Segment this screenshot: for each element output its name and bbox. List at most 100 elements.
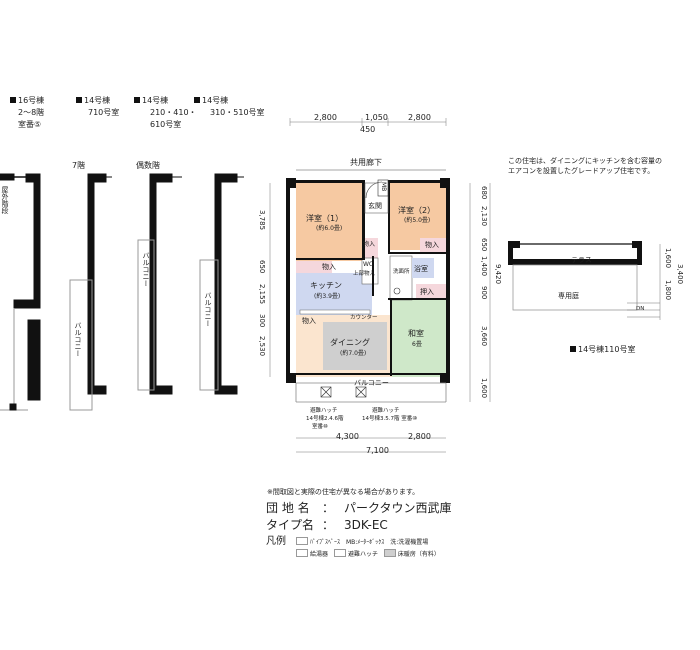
wc-label: WC bbox=[363, 261, 374, 268]
dim-left-3: 2,155 bbox=[258, 284, 266, 305]
room-western2-name: 洋室（2） bbox=[398, 206, 436, 215]
building-label-14-odd-rooms: 310・510号室 bbox=[210, 108, 265, 117]
aircon-note-line2: エアコンを設置したグレードアップ住宅です。 bbox=[508, 167, 655, 175]
hatch2-line2: 14号棟3.5.7階 室番⑩ bbox=[362, 416, 418, 422]
washing-machine-icon bbox=[393, 287, 401, 295]
room-western1-name: 洋室（1） bbox=[306, 214, 344, 223]
bullet-icon bbox=[134, 97, 140, 103]
floor-heating-area bbox=[323, 322, 387, 370]
building-label-16-room: 室番⑤ bbox=[18, 120, 42, 129]
dim-bottom-1: 4,300 bbox=[336, 432, 359, 441]
dim-left-1: 3,785 bbox=[258, 210, 266, 231]
floor-label-even: 偶数階 bbox=[136, 161, 160, 170]
room-japanese-size: 6畳 bbox=[412, 341, 422, 348]
dim-top-3: 2,800 bbox=[408, 113, 431, 122]
hatch1-line2: 14号棟2.4.6階 bbox=[306, 416, 344, 422]
type-colon: ： bbox=[322, 518, 335, 532]
counter-label: カウンター bbox=[350, 315, 378, 321]
balcony-label-7f: バルコニー bbox=[74, 322, 82, 357]
dim-right-6: 3,660 bbox=[480, 326, 488, 347]
walls bbox=[286, 178, 450, 383]
partial-plan-7f bbox=[69, 173, 112, 411]
bath-label: 浴室 bbox=[414, 265, 428, 273]
dim-top-1: 2,800 bbox=[314, 113, 337, 122]
room-kitchen-size: (約3.9畳) bbox=[314, 293, 341, 300]
hatch-icon bbox=[333, 549, 346, 557]
partial-plan-16 bbox=[0, 173, 41, 411]
hatch1-line1: 避難ハッチ bbox=[310, 408, 338, 414]
bullet-icon bbox=[76, 97, 82, 103]
partial-plan-odd bbox=[199, 173, 244, 395]
dim-right-3: 650 bbox=[480, 238, 488, 252]
dim-right-2: 2,130 bbox=[480, 206, 488, 227]
building-label-16: 16号棟 bbox=[10, 97, 44, 105]
balcony-label: バルコニー bbox=[354, 379, 389, 387]
terrace-caption: 14号棟110号室 bbox=[570, 346, 635, 354]
mb-label: MB bbox=[380, 182, 387, 192]
washroom-label: 洗面所 bbox=[393, 269, 410, 275]
dim-left-5: 2,530 bbox=[258, 336, 266, 357]
building-label-14-even-rooms2: 610号室 bbox=[150, 120, 182, 129]
room-kitchen-fill bbox=[296, 273, 372, 315]
room-japanese-name: 和室 bbox=[408, 329, 424, 338]
entrance-door-swing bbox=[365, 181, 383, 199]
room-dining-name: ダイニング bbox=[330, 338, 370, 347]
dim-right-1: 680 bbox=[480, 186, 488, 200]
room-western2-size: (約5.0畳) bbox=[404, 217, 431, 224]
disclaimer: ※間取図と実際の住宅が異なる場合があります。 bbox=[267, 488, 420, 496]
dim-left-2: 650 bbox=[258, 260, 266, 274]
dim-bottom-2: 2,800 bbox=[408, 432, 431, 441]
dim-right-4: 1,400 bbox=[480, 256, 488, 277]
oshiire-fill bbox=[416, 284, 448, 300]
closet-entrance-label: 物入 bbox=[363, 241, 376, 248]
toilet-storage-label: 上部物入 bbox=[353, 271, 376, 277]
room-dining-size: (約7.0畳) bbox=[340, 350, 367, 357]
building-label-14-even: 14号棟 bbox=[134, 97, 168, 105]
bullet-icon bbox=[194, 97, 200, 103]
building-label-14-even-rooms: 210・410・ bbox=[150, 108, 197, 117]
room-western1-fill bbox=[296, 183, 362, 261]
outer-stairs-label: 屋外階段 bbox=[1, 186, 9, 214]
dim-total: 7,100 bbox=[366, 446, 389, 455]
hatch2-line1: 避難ハッチ bbox=[372, 408, 400, 414]
building-label-14-710-room: 710号室 bbox=[88, 108, 120, 117]
partial-plan-even bbox=[137, 173, 182, 395]
room-japanese-fill bbox=[392, 300, 448, 377]
dim-right-7: 1,600 bbox=[480, 378, 488, 399]
closet-western2-fill bbox=[420, 238, 448, 252]
type-label: タイプ名 bbox=[266, 518, 315, 532]
building-label-16-floors: 2～8階 bbox=[18, 108, 45, 117]
bath-fill bbox=[412, 258, 434, 278]
closet-kitchen-label: 物入 bbox=[302, 317, 316, 325]
bullet-icon bbox=[10, 97, 16, 103]
dim-right-5: 900 bbox=[480, 286, 488, 300]
garden-label: 専用庭 bbox=[558, 292, 579, 300]
common-corridor-label: 共用廊下 bbox=[350, 158, 382, 167]
hatch1-line3: 室番⑩ bbox=[312, 424, 328, 430]
closet-western1-fill bbox=[296, 261, 332, 273]
dn-label: DN bbox=[636, 306, 645, 312]
water-heater-icon bbox=[296, 549, 308, 557]
legend-row2: 給湯器 避難ハッチ 床暖房（有料） bbox=[296, 549, 440, 558]
type-value: 3DK-EC bbox=[344, 518, 388, 532]
balcony-label-odd: バルコニー bbox=[204, 292, 212, 327]
kitchen-counter bbox=[299, 309, 371, 315]
dim-top-2: 1,050 bbox=[365, 113, 388, 122]
entrance-label: 玄関 bbox=[368, 202, 382, 210]
aircon-note-line1: この住宅は、ダイニングにキッチンを含む容量の bbox=[508, 157, 662, 165]
legend-row1: ﾊﾟｲﾌﾟｽﾍﾟｰｽ MB:ﾒｰﾀｰﾎﾞｯｸｽ 洗:洗濯機置場 bbox=[296, 537, 428, 546]
mb-box bbox=[377, 179, 389, 197]
legend-title: 凡例 bbox=[266, 536, 286, 547]
floor-label-7: 7階 bbox=[72, 161, 86, 170]
terrace-dim-1: 1,600 bbox=[664, 248, 672, 269]
terrace-dim-2: 1,800 bbox=[664, 280, 672, 301]
oshiire-label: 押入 bbox=[420, 288, 434, 296]
building-label-14-710: 14号棟 bbox=[76, 97, 110, 105]
terrace-label: テラス bbox=[571, 256, 592, 264]
pipe-space-icon bbox=[296, 537, 308, 545]
dim-right-total: 9,420 bbox=[494, 264, 502, 285]
dim-top-sub: 450 bbox=[360, 125, 376, 134]
dimension-lines bbox=[269, 118, 491, 453]
